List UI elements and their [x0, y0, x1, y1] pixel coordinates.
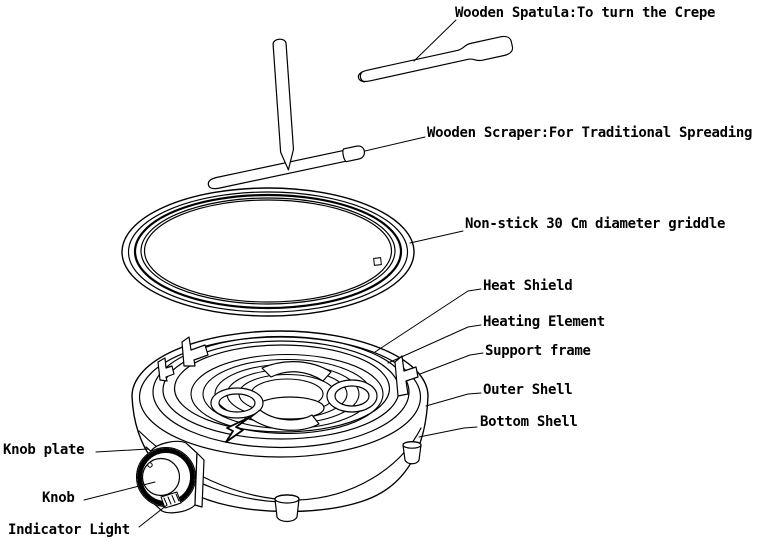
part-label-knob: Knob — [42, 490, 75, 506]
leader-outer-shell — [425, 392, 482, 407]
griddle-drawing — [121, 187, 415, 317]
leader-knob-plate — [95, 448, 149, 453]
part-label-outer-shell: Outer Shell — [483, 382, 573, 398]
leader-heating-element — [387, 324, 482, 364]
leader-knob — [83, 481, 156, 501]
foot-front — [274, 494, 300, 523]
part-label-knob-plate: Knob plate — [3, 442, 85, 458]
part-label-bottom-shell: Bottom Shell — [480, 414, 578, 430]
spatula-drawing — [357, 35, 514, 83]
part-label-heat-shield: Heat Shield — [483, 278, 573, 294]
part-label-scraper: Wooden Scraper:For Traditional Spreading — [427, 125, 753, 141]
part-label-indicator-light: Indicator Light — [8, 522, 130, 538]
part-label-support-frame: Support frame — [485, 343, 591, 359]
support-frame-drawing — [210, 361, 378, 443]
indicator-light-drawing — [160, 491, 182, 509]
scraper-drawing — [207, 38, 366, 190]
part-label-heating-element: Heating Element — [483, 314, 605, 330]
leader-scraper — [364, 136, 426, 152]
foot-right — [402, 441, 422, 465]
body-drawing — [131, 330, 429, 523]
leader-lines — [83, 19, 484, 528]
knob-drawing — [136, 447, 196, 507]
part-label-griddle: Non-stick 30 Cm diameter griddle — [465, 216, 726, 232]
leader-spatula — [413, 19, 457, 62]
leader-griddle — [409, 230, 464, 244]
part-label-spatula: Wooden Spatula:To turn the Crepe — [455, 5, 716, 21]
leader-bottom-shell — [418, 426, 478, 438]
leader-indicator-light — [138, 504, 168, 528]
leader-heat-shield — [374, 288, 482, 353]
knob-assembly-drawing — [136, 440, 205, 514]
leader-support-frame — [419, 352, 484, 375]
